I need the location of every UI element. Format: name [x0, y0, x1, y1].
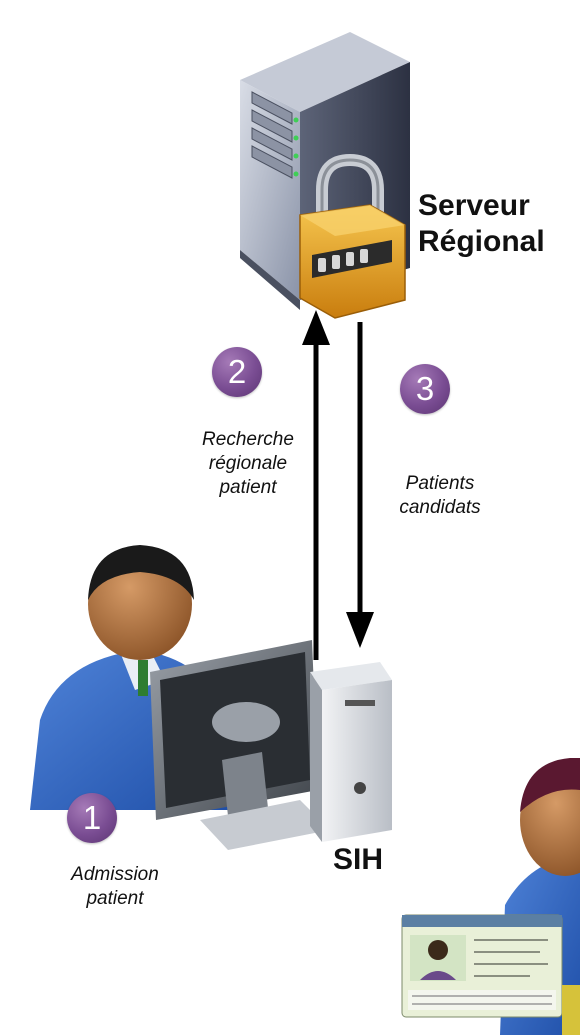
step-2-caption-line1: Recherche: [202, 429, 294, 450]
step-1-caption: Admission patient: [55, 863, 175, 911]
server-label: Serveur Régional: [418, 188, 545, 260]
padlock-icon: [299, 153, 406, 319]
step-2-badge: 2: [212, 347, 262, 397]
step-2-caption-line3: patient: [219, 477, 277, 498]
step-3-badge: 3: [400, 364, 450, 414]
client-label: SIH: [333, 843, 384, 876]
computer-monitor-icon: [150, 640, 330, 850]
step-1-caption-line1: Admission: [71, 864, 159, 885]
arrow-up-head: [302, 310, 330, 345]
step-3-caption-line2: candidats: [399, 497, 481, 518]
pc-tower-icon: [310, 662, 392, 842]
step-1-caption-line2: patient: [86, 888, 144, 909]
step-1-badge: 1: [67, 793, 117, 843]
step-2-caption-line2: régionale: [208, 453, 288, 474]
step-3-caption: Patients candidats: [390, 472, 490, 520]
server-label-line1: Serveur: [418, 189, 530, 222]
arrow-down-head: [346, 612, 374, 648]
server-label-line2: Régional: [418, 225, 545, 258]
step-3-caption-line1: Patients: [405, 473, 475, 494]
step-2-caption: Recherche régionale patient: [183, 428, 313, 500]
id-card-icon: [401, 914, 580, 1035]
